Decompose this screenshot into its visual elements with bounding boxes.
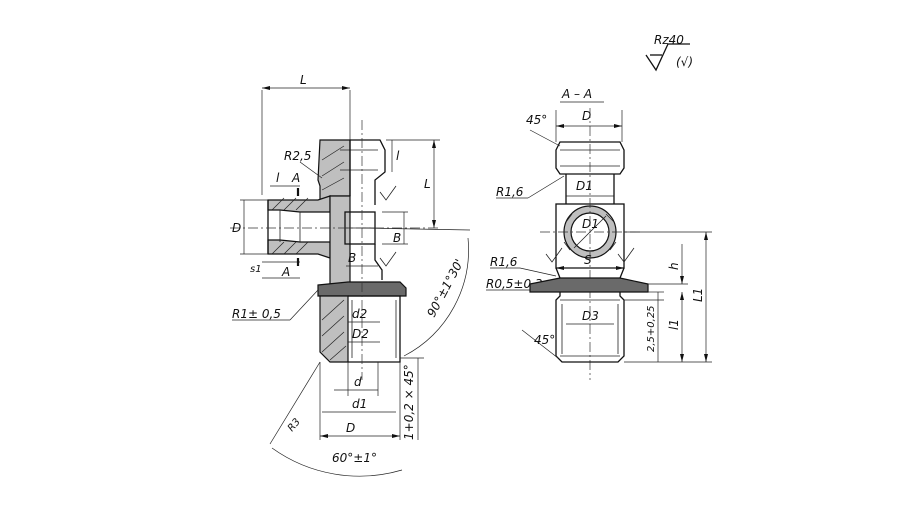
dim-R3: R3 bbox=[286, 417, 303, 434]
dim-L-right: L bbox=[424, 177, 431, 191]
dim-angle-45-bottom: 45° bbox=[534, 333, 555, 347]
dim-d1: d1 bbox=[352, 397, 367, 411]
dim-angle-90: 90°±1°30' bbox=[424, 257, 466, 320]
dim-R1: R1± 0,5 bbox=[232, 307, 281, 321]
dim-l-small: l bbox=[396, 149, 400, 163]
surface-finish-note: (√) bbox=[676, 55, 693, 69]
dim-D-top: D bbox=[582, 109, 591, 123]
dim-R05: R0,5±0,3 bbox=[486, 277, 543, 291]
dim-L1: L1 bbox=[691, 288, 705, 302]
dim-D1-circle: D1 bbox=[582, 217, 599, 231]
dim-S: S bbox=[584, 253, 592, 267]
dim-angle-45-top: 45° bbox=[526, 113, 547, 127]
dim-D2: D2 bbox=[352, 327, 369, 341]
dim-h: h bbox=[667, 262, 681, 270]
section-mark-A-top: A bbox=[291, 171, 300, 185]
surface-finish-value: Rz40 bbox=[654, 33, 684, 47]
dim-R16-mid: R1,6 bbox=[490, 255, 518, 269]
dim-d2: d2 bbox=[352, 307, 367, 321]
dim-L-top: L bbox=[300, 73, 307, 87]
dim-D3: D3 bbox=[582, 309, 599, 323]
dim-B-right: B bbox=[393, 231, 401, 245]
section-title: A – A bbox=[561, 87, 592, 101]
dim-d: d bbox=[354, 375, 362, 389]
dim-D-left: D bbox=[232, 221, 241, 235]
section-mark-A-bottom: A bbox=[281, 265, 290, 279]
dim-B-mid: B bbox=[348, 251, 356, 265]
right-view: A – A D 45° D1 R1,6 D1 bbox=[486, 87, 712, 380]
dim-s1: s1 bbox=[250, 264, 262, 275]
dim-D-bottom: D bbox=[346, 421, 355, 435]
dim-l1: l1 bbox=[667, 319, 681, 330]
dim-thread-len: 2,5+0,25 bbox=[646, 305, 657, 352]
dim-l-top: l bbox=[276, 171, 280, 185]
dim-R2-5: R2,5 bbox=[284, 149, 311, 163]
dim-chamfer: 1+0,2 × 45° bbox=[402, 364, 416, 440]
dim-D1-upper: D1 bbox=[576, 179, 593, 193]
dim-R16-top: R1,6 bbox=[496, 185, 524, 199]
surface-finish-symbol: Rz40 (√) bbox=[645, 33, 693, 72]
left-view: L bbox=[230, 73, 471, 477]
dim-angle-60: 60°±1° bbox=[332, 451, 377, 465]
